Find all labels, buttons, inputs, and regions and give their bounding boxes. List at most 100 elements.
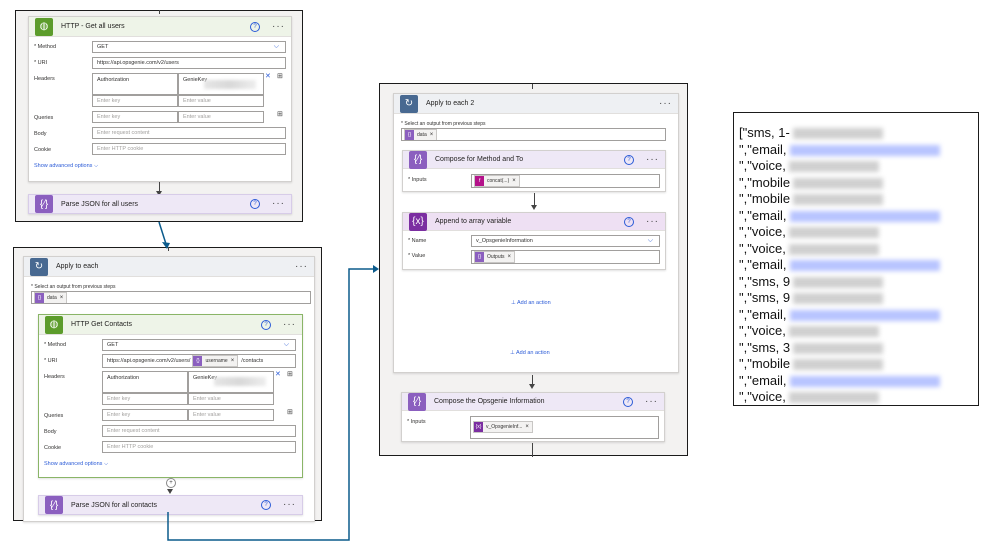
card-header[interactable]: {x} Append to array variable ? ··· [403, 212, 665, 231]
queries-label: Queries [44, 413, 64, 419]
outputs-token[interactable]: {} Outputs × [474, 251, 516, 263]
query-value-input[interactable]: Enter value [178, 111, 264, 123]
help-icon[interactable]: ? [624, 154, 634, 165]
more-icon[interactable]: ··· [272, 198, 285, 209]
redacted-text [793, 359, 883, 370]
help-icon[interactable]: ? [250, 199, 260, 209]
query-key-input[interactable]: Enter key [92, 111, 178, 123]
concat-token[interactable]: f concat(...) × [474, 175, 520, 187]
help-icon[interactable]: ? [250, 21, 260, 32]
cookie-label: Cookie [44, 445, 62, 451]
add-action-inner[interactable]: ⊥ Add an action [511, 300, 551, 306]
more-icon[interactable]: ··· [646, 153, 659, 165]
query-key-input[interactable]: Enter key [102, 409, 188, 421]
body-input[interactable]: Enter request content [102, 425, 296, 437]
close-icon[interactable]: × [59, 294, 64, 301]
card-header[interactable]: ↻ Apply to each ··· [24, 257, 314, 277]
close-icon[interactable]: × [507, 254, 512, 260]
header-value-empty[interactable]: Enter value [188, 393, 274, 405]
table-mode-icon[interactable]: ⊞ [287, 409, 293, 416]
data-token[interactable]: {} data × [404, 129, 438, 140]
header-key-empty[interactable]: Enter key [102, 393, 188, 405]
curly-braces-icon: {⁄} [408, 392, 426, 411]
header-key-input[interactable]: Authorization [92, 73, 178, 95]
uri-input[interactable]: https://api.opsgenie.com/v2/users/ {} us… [102, 354, 296, 368]
uri-label: * URI [34, 60, 48, 66]
body-label: Body [44, 429, 57, 435]
cookie-input[interactable]: Enter HTTP cookie [102, 441, 296, 453]
show-advanced-link[interactable]: Show advanced options ⌵ [34, 163, 98, 170]
redacted-text [789, 161, 879, 172]
panel-apply-each-2: ↻ Apply to each 2 ··· * Select an output… [379, 83, 688, 457]
globe-icon: ◍ [35, 17, 53, 36]
card-header[interactable]: ◍ HTTP - Get all users ? ··· [29, 17, 291, 37]
value-input[interactable]: {} Outputs × [471, 250, 660, 264]
table-mode-icon[interactable]: ⊞ [277, 73, 283, 80]
inputs-field[interactable]: f concat(...) × [471, 174, 660, 188]
name-select[interactable]: v_OpsgenieInformation ⌵ [471, 235, 660, 247]
globe-icon: ◍ [45, 315, 63, 334]
method-select[interactable]: GET ⌵ [102, 339, 296, 351]
cookie-input[interactable]: Enter HTTP cookie [92, 143, 286, 155]
card-header[interactable]: ◍ HTTP Get Contacts ? ··· [39, 315, 302, 335]
more-icon[interactable]: ··· [645, 395, 658, 407]
apply-each-card: ↻ Apply to each ··· * Select an output f… [23, 256, 315, 522]
inputs-field[interactable]: {x} v_OpsgenieInf... × [470, 416, 659, 439]
select-output-input[interactable]: {} data × [401, 128, 666, 141]
close-icon[interactable]: × [429, 131, 434, 138]
header-value-empty[interactable]: Enter value [178, 95, 264, 107]
output-line: ","sms, 3 [739, 339, 791, 355]
data-token[interactable]: {} data × [34, 292, 68, 303]
show-advanced-link[interactable]: Show advanced options ⌵ [44, 461, 108, 468]
function-icon: f [475, 176, 484, 186]
header-key-input[interactable]: Authorization [102, 371, 188, 393]
more-icon[interactable]: ··· [659, 97, 672, 109]
method-select[interactable]: GET ⌵ [92, 41, 286, 53]
redacted-text [790, 375, 940, 387]
help-icon[interactable]: ? [624, 216, 634, 227]
method-value: GET [107, 342, 119, 348]
select-output-input[interactable]: {} data × [31, 291, 311, 304]
help-icon[interactable]: ? [261, 500, 271, 510]
help-icon[interactable]: ? [623, 396, 633, 407]
add-action-icon[interactable]: + [166, 478, 176, 488]
output-line: ","mobile [739, 356, 791, 371]
connector-panel1-to-panel2 [158, 221, 167, 245]
parse-contacts-card[interactable]: {⁄} Parse JSON for all contacts ? ··· [38, 495, 303, 515]
arrow-down-icon [156, 191, 162, 196]
redacted-text [789, 243, 879, 255]
card-header[interactable]: {⁄} Compose for Method and To ? ··· [403, 150, 665, 169]
close-icon[interactable]: × [512, 178, 516, 184]
query-value-input[interactable]: Enter value [188, 409, 274, 421]
uri-input[interactable]: https://api.opsgenie.com/v2/users [92, 57, 286, 69]
show-advanced-text: Show advanced options [34, 163, 93, 169]
close-icon[interactable]: ✕ [275, 371, 281, 378]
card-title: HTTP Get Contacts [71, 321, 132, 328]
close-icon[interactable]: × [525, 424, 529, 430]
card-header[interactable]: ↻ Apply to each 2 ··· [394, 94, 678, 114]
more-icon[interactable]: ··· [295, 260, 308, 272]
more-icon[interactable]: ··· [283, 499, 296, 510]
queries-label: Queries [34, 115, 54, 121]
table-mode-icon[interactable]: ⊞ [287, 371, 293, 378]
more-icon[interactable]: ··· [646, 215, 659, 227]
more-icon[interactable]: ··· [283, 318, 296, 330]
compose-info-card: {⁄} Compose the Opsgenie Information ? ·… [401, 392, 665, 442]
help-icon[interactable]: ? [261, 319, 271, 330]
show-advanced-text: Show advanced options [44, 461, 103, 467]
close-icon[interactable]: × [230, 358, 235, 364]
table-mode-icon[interactable]: ⊞ [277, 111, 283, 118]
parse-users-card[interactable]: {⁄} Parse JSON for all users ? ··· [28, 194, 292, 214]
card-header[interactable]: {⁄} Compose the Opsgenie Information ? ·… [402, 392, 664, 411]
add-action-outer[interactable]: ⊥ Add an action [510, 350, 550, 356]
header-key-empty[interactable]: Enter key [92, 95, 178, 107]
card-title: Compose the Opsgenie Information [434, 398, 545, 405]
output-line: ","voice, [739, 323, 786, 338]
username-token[interactable]: {} username × [192, 355, 239, 367]
redacted-text [793, 342, 883, 354]
body-input[interactable]: Enter request content [92, 127, 286, 139]
variable-icon: {x} [409, 212, 427, 231]
close-icon[interactable]: ✕ [265, 73, 271, 80]
more-icon[interactable]: ··· [272, 20, 285, 32]
variable-token[interactable]: {x} v_OpsgenieInf... × [473, 421, 533, 433]
